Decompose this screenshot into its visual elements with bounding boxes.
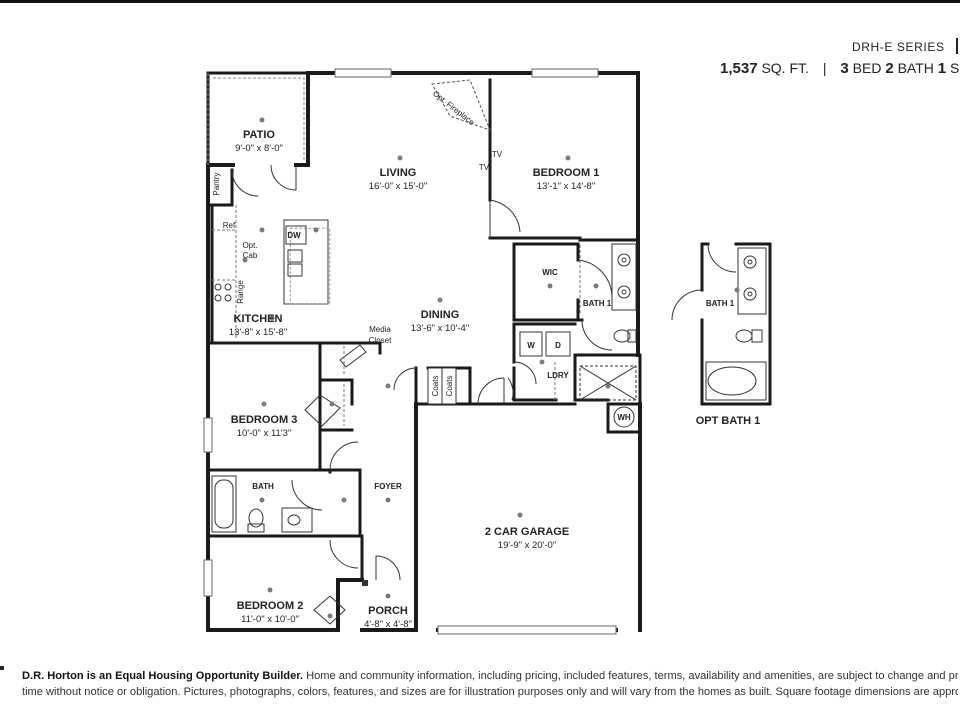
- dining-label: DINING: [421, 309, 460, 321]
- porch-label: PORCH: [368, 605, 408, 617]
- living-label: LIVING: [380, 167, 417, 179]
- bath-label: BATH: [252, 482, 274, 491]
- floor-plan: PATIO 9'-0" x 8'-0" LIVING 16'-0" x 15'-…: [203, 68, 772, 635]
- kitchen-label: KITCHEN: [234, 313, 283, 325]
- garage-door: [437, 625, 617, 635]
- patio-dims: 9'-0" x 8'-0": [235, 143, 283, 154]
- tv-living-label: TV: [479, 163, 490, 172]
- stats-divider: |: [822, 60, 827, 76]
- washer-label: W: [527, 341, 535, 350]
- series-name: DRH-E SERIES: [852, 40, 945, 54]
- garage-dims: 19'-9" x 20'-0": [498, 540, 556, 551]
- baths-unit: BATH: [897, 60, 934, 76]
- cabinet-outlines: [212, 205, 581, 426]
- opt-bath1-caption: OPT BATH 1: [696, 415, 761, 427]
- stories-unit: S: [950, 60, 960, 76]
- bath1-fixtures: [579, 243, 637, 401]
- wic-label: WIC: [542, 268, 558, 277]
- sqft-unit: SQ. FT.: [761, 60, 809, 76]
- patio-label: PATIO: [243, 129, 275, 141]
- porch-post: [362, 580, 368, 586]
- interior-walls: [206, 71, 642, 580]
- water-heater: [613, 406, 635, 428]
- beds-unit: BED: [852, 60, 882, 76]
- beds-value: 3: [840, 60, 849, 77]
- foyer-label: FOYER: [374, 482, 402, 491]
- dining-dims: 13'-6" x 10'-4": [411, 323, 469, 334]
- bedroom3-dims: 10'-0" x 11'3": [237, 428, 292, 439]
- bedroom1-dims: 13'-1" x 14'-8": [537, 181, 595, 192]
- bath1-label: BATH 1: [583, 299, 612, 308]
- kitchen-dims: 13'-8" x 15'-8": [229, 327, 287, 338]
- dryer-label: D: [555, 341, 561, 350]
- tv-bedroom-label: TV: [492, 150, 503, 159]
- opt-fireplace-label: Opt. Fireplace: [431, 89, 477, 127]
- dishwasher-label: DW: [287, 231, 301, 240]
- ldry-label: LDRY: [547, 371, 569, 380]
- legal-line-1-rest: Home and community information, includin…: [303, 670, 958, 682]
- opt-cab-label-1: Opt.: [242, 241, 257, 250]
- stories-value: 1: [937, 60, 947, 77]
- water-heater-label: WH: [617, 413, 631, 422]
- media-closet-label-1: Media: [369, 325, 391, 334]
- range-label: Range: [236, 280, 245, 304]
- washer-dryer: [519, 331, 571, 357]
- pantry-label: Pantry: [212, 172, 221, 195]
- exterior-walls: [206, 71, 642, 632]
- legal-lead: D.R. Horton is an Equal Housing Opportun…: [22, 670, 304, 682]
- coats-label-1: Coats: [431, 376, 440, 397]
- porch-dims: 4'-8" x 4'-8": [364, 619, 412, 630]
- ref-label: Ref: [223, 221, 236, 230]
- footer-bullet: [0, 666, 4, 670]
- bedroom2-label: BEDROOM 2: [237, 600, 304, 612]
- opt-bath-walls: [700, 242, 772, 406]
- living-dims: 16'-0" x 15'-0": [369, 181, 427, 192]
- patio-dashed-edge: [207, 73, 305, 165]
- plan-stats: 1,537 SQ. FT. | 3 BED 2 BATH 1 S: [720, 60, 959, 77]
- room-markers: [242, 117, 740, 619]
- baths-value: 2: [885, 60, 894, 77]
- opt-bath-fixtures: [671, 243, 767, 401]
- bedroom2-dims: 11'-0" x 10'-0": [241, 614, 299, 625]
- opt-bath1-room-label: BATH 1: [706, 299, 735, 308]
- sqft-value: 1,537: [720, 60, 758, 77]
- bedroom3-label: BEDROOM 3: [231, 414, 298, 426]
- garage-label: 2 CAR GARAGE: [485, 526, 569, 538]
- bedroom1-label: BEDROOM 1: [533, 167, 600, 179]
- range-burners: [214, 283, 232, 302]
- bath-fixtures: [211, 475, 313, 533]
- coats-label-2: Coats: [445, 376, 454, 397]
- series-divider: [956, 38, 958, 54]
- legal-line-2: time without notice or obligation. Pictu…: [22, 686, 958, 698]
- top-rule: [0, 0, 960, 3]
- legal-line-1: D.R. Horton is an Equal Housing Opportun…: [22, 668, 958, 684]
- coat-closets: [427, 367, 457, 405]
- opt-cab-label-2: Cab: [243, 251, 258, 260]
- fireplace: [431, 79, 491, 131]
- windows: [203, 68, 599, 597]
- door-swings: [231, 164, 613, 625]
- kitchen-island: [283, 219, 331, 305]
- media-closet-label-2: Closet: [369, 336, 392, 345]
- legal-disclaimer: D.R. Horton is an Equal Housing Opportun…: [22, 668, 958, 700]
